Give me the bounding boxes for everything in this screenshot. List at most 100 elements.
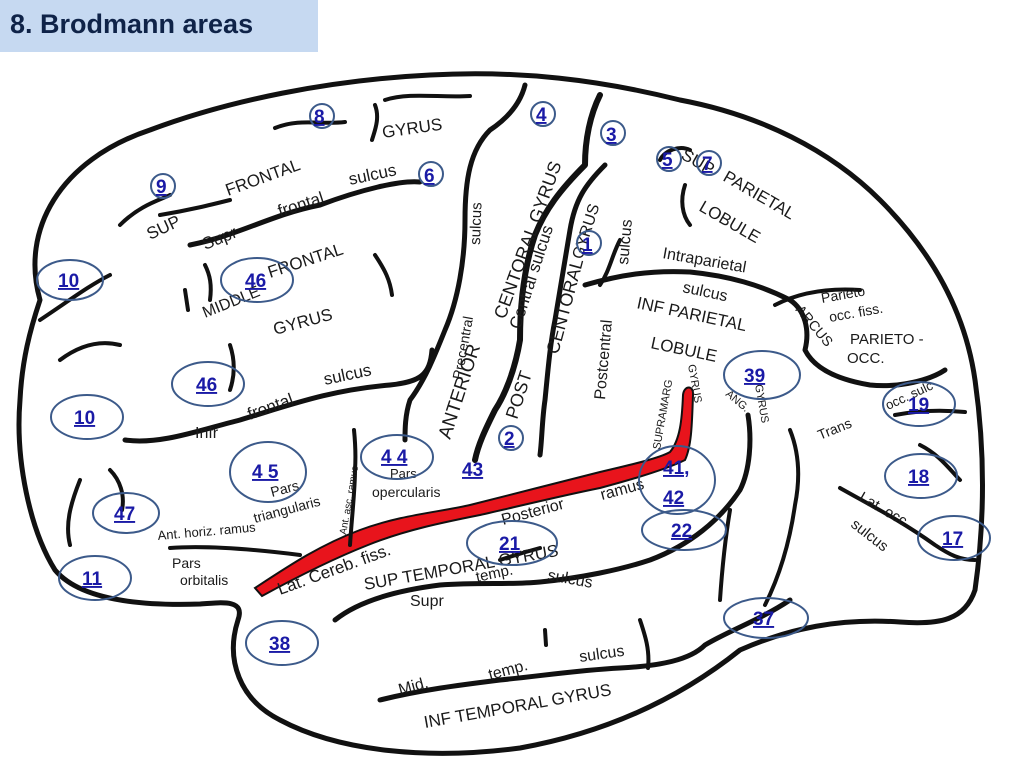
label-lobule: LOBULE xyxy=(696,197,764,247)
precentral-sulcus xyxy=(402,82,528,443)
area-10-lower[interactable]: 10 xyxy=(74,408,95,429)
area-44[interactable]: 4 4 xyxy=(381,447,408,468)
frontal-dash-2 xyxy=(183,288,190,312)
temporal-lower xyxy=(718,508,732,602)
area-41[interactable]: 41, xyxy=(663,458,689,479)
orbital-sulcus-2 xyxy=(108,468,125,512)
label-anterior: ANTERIOR xyxy=(435,342,485,442)
frontal-dash-1 xyxy=(203,263,213,302)
label-supr: Supr xyxy=(199,223,240,254)
area-21[interactable]: 21 xyxy=(499,534,521,555)
area-38[interactable]: 38 xyxy=(269,634,290,655)
area-1[interactable]: 1 xyxy=(582,235,593,256)
area-46-upper[interactable]: 46 xyxy=(245,271,266,292)
trans-occ-sulcus xyxy=(763,428,801,607)
temporal-dash xyxy=(498,546,542,562)
area-4[interactable]: 4 xyxy=(536,105,547,126)
label-gyrus-mid: GYRUS xyxy=(271,305,334,339)
sup-frontal-sulcus-2 xyxy=(158,198,232,217)
frontal-dash-5 xyxy=(370,103,380,142)
label-parieto: Parieto xyxy=(820,282,867,305)
area-7[interactable]: 7 xyxy=(702,154,713,175)
area-42[interactable]: 42 xyxy=(663,488,684,509)
label-frontal-top: FRONTAL xyxy=(223,155,303,200)
label-infr: Infr xyxy=(195,425,219,442)
area-45[interactable]: 4 5 xyxy=(252,462,279,483)
label-frontal-mid2: FRONTAL xyxy=(265,240,345,282)
ant-horiz-ramus xyxy=(168,545,302,557)
area-18[interactable]: 18 xyxy=(908,467,929,488)
frontal-dash-4 xyxy=(373,253,394,297)
label-supramarg: SUPRAMARG xyxy=(651,379,675,451)
label-sulcus-occ: sulcus xyxy=(848,516,892,556)
frontal-top-sulcus-2 xyxy=(383,93,472,102)
inf-frontal-sulcus xyxy=(122,347,435,444)
area-39[interactable]: 39 xyxy=(744,366,765,387)
area-47[interactable]: 47 xyxy=(114,504,135,525)
temporal-dash-2 xyxy=(543,628,548,647)
area-43[interactable]: 43 xyxy=(462,460,483,481)
sup-frontal-sulcus xyxy=(187,179,423,248)
area-rings xyxy=(36,101,991,666)
label-frontal-infr: frontal xyxy=(245,390,296,424)
label-inf-parietal: INF PARIETAL xyxy=(635,293,748,335)
label-centoral-post: CENTORAL xyxy=(543,256,588,356)
mid-temporal-branch xyxy=(638,618,651,670)
label-gyrus-top: GYRUS xyxy=(381,115,444,142)
middle-frontal-sulcus-2 xyxy=(58,341,122,362)
label-lobule-inf: LOBULE xyxy=(649,333,719,366)
label-sulcus-temp: sulcus xyxy=(546,567,594,592)
label-sulcus-v: sulcus xyxy=(467,202,485,245)
area-6[interactable]: 6 xyxy=(424,166,435,187)
label-sulcus-intra: sulcus xyxy=(681,279,729,305)
sup-temporal-sulcus xyxy=(332,412,753,623)
sup-parietal-sulcus xyxy=(680,183,692,227)
orbital-sulcus xyxy=(66,478,82,547)
middle-frontal-sulcus xyxy=(38,273,112,322)
area-46-lower[interactable]: 46 xyxy=(196,375,217,396)
area-19[interactable]: 19 xyxy=(908,395,929,416)
label-mid: Mid. xyxy=(397,675,431,699)
brain-outline xyxy=(16,71,985,756)
label-parieto-occ: PARIETO - xyxy=(850,331,924,348)
label-pars-orb: Pars xyxy=(172,555,201,571)
label-orbitalis: orbitalis xyxy=(180,572,228,588)
label-supr-temp: Supr xyxy=(410,593,444,610)
title-bar: 8. Brodmann areas xyxy=(0,0,318,52)
label-gyrus-ang: GYRUS xyxy=(752,383,771,424)
label-occ: OCC. xyxy=(847,350,885,367)
label-opercularis: opercularis xyxy=(372,484,440,500)
label-frontal-mid: frontal xyxy=(275,188,326,221)
postcentral-sulcus xyxy=(537,162,608,458)
area-17[interactable]: 17 xyxy=(942,529,963,550)
label-sulcus-post: sulcus xyxy=(615,219,636,266)
mid-temporal-sulcus xyxy=(377,597,793,703)
area-22[interactable]: 22 xyxy=(671,521,692,542)
label-sulcus-mid: sulcus xyxy=(322,360,373,389)
lat-occ-sulcus xyxy=(838,486,977,562)
area-37[interactable]: 37 xyxy=(753,609,774,630)
label-ant-asc-ramus: Ant. asc. ramus xyxy=(338,465,361,535)
label-sup: SUP xyxy=(144,212,184,244)
area-10-upper[interactable]: 10 xyxy=(58,271,79,292)
ant-asc-ramus xyxy=(348,428,358,547)
page-title: 8. Brodmann areas xyxy=(10,9,254,39)
area-8[interactable]: 8 xyxy=(314,107,325,128)
area-3[interactable]: 3 xyxy=(606,125,617,146)
central-sulcus xyxy=(472,92,603,463)
lateral-cerebral-fissure xyxy=(253,386,695,598)
area-2[interactable]: 2 xyxy=(504,429,515,450)
sup-parietal-sulcus-2 xyxy=(658,146,692,162)
area-9[interactable]: 9 xyxy=(156,177,167,198)
frontal-top-sulcus xyxy=(273,120,347,130)
label-postcentral: Postcentral xyxy=(592,319,616,400)
intraparietal-sulcus xyxy=(582,269,948,389)
intraparietal-branch xyxy=(598,238,622,287)
area-5[interactable]: 5 xyxy=(662,150,673,171)
label-ant-horiz-ramus: Ant. horiz. ramus xyxy=(157,519,257,543)
label-trans: Trans xyxy=(815,415,854,443)
label-sulcus-mid-temp: sulcus xyxy=(578,643,625,666)
occ-sulcus-2 xyxy=(893,408,967,417)
area-11[interactable]: 11 xyxy=(82,569,103,590)
